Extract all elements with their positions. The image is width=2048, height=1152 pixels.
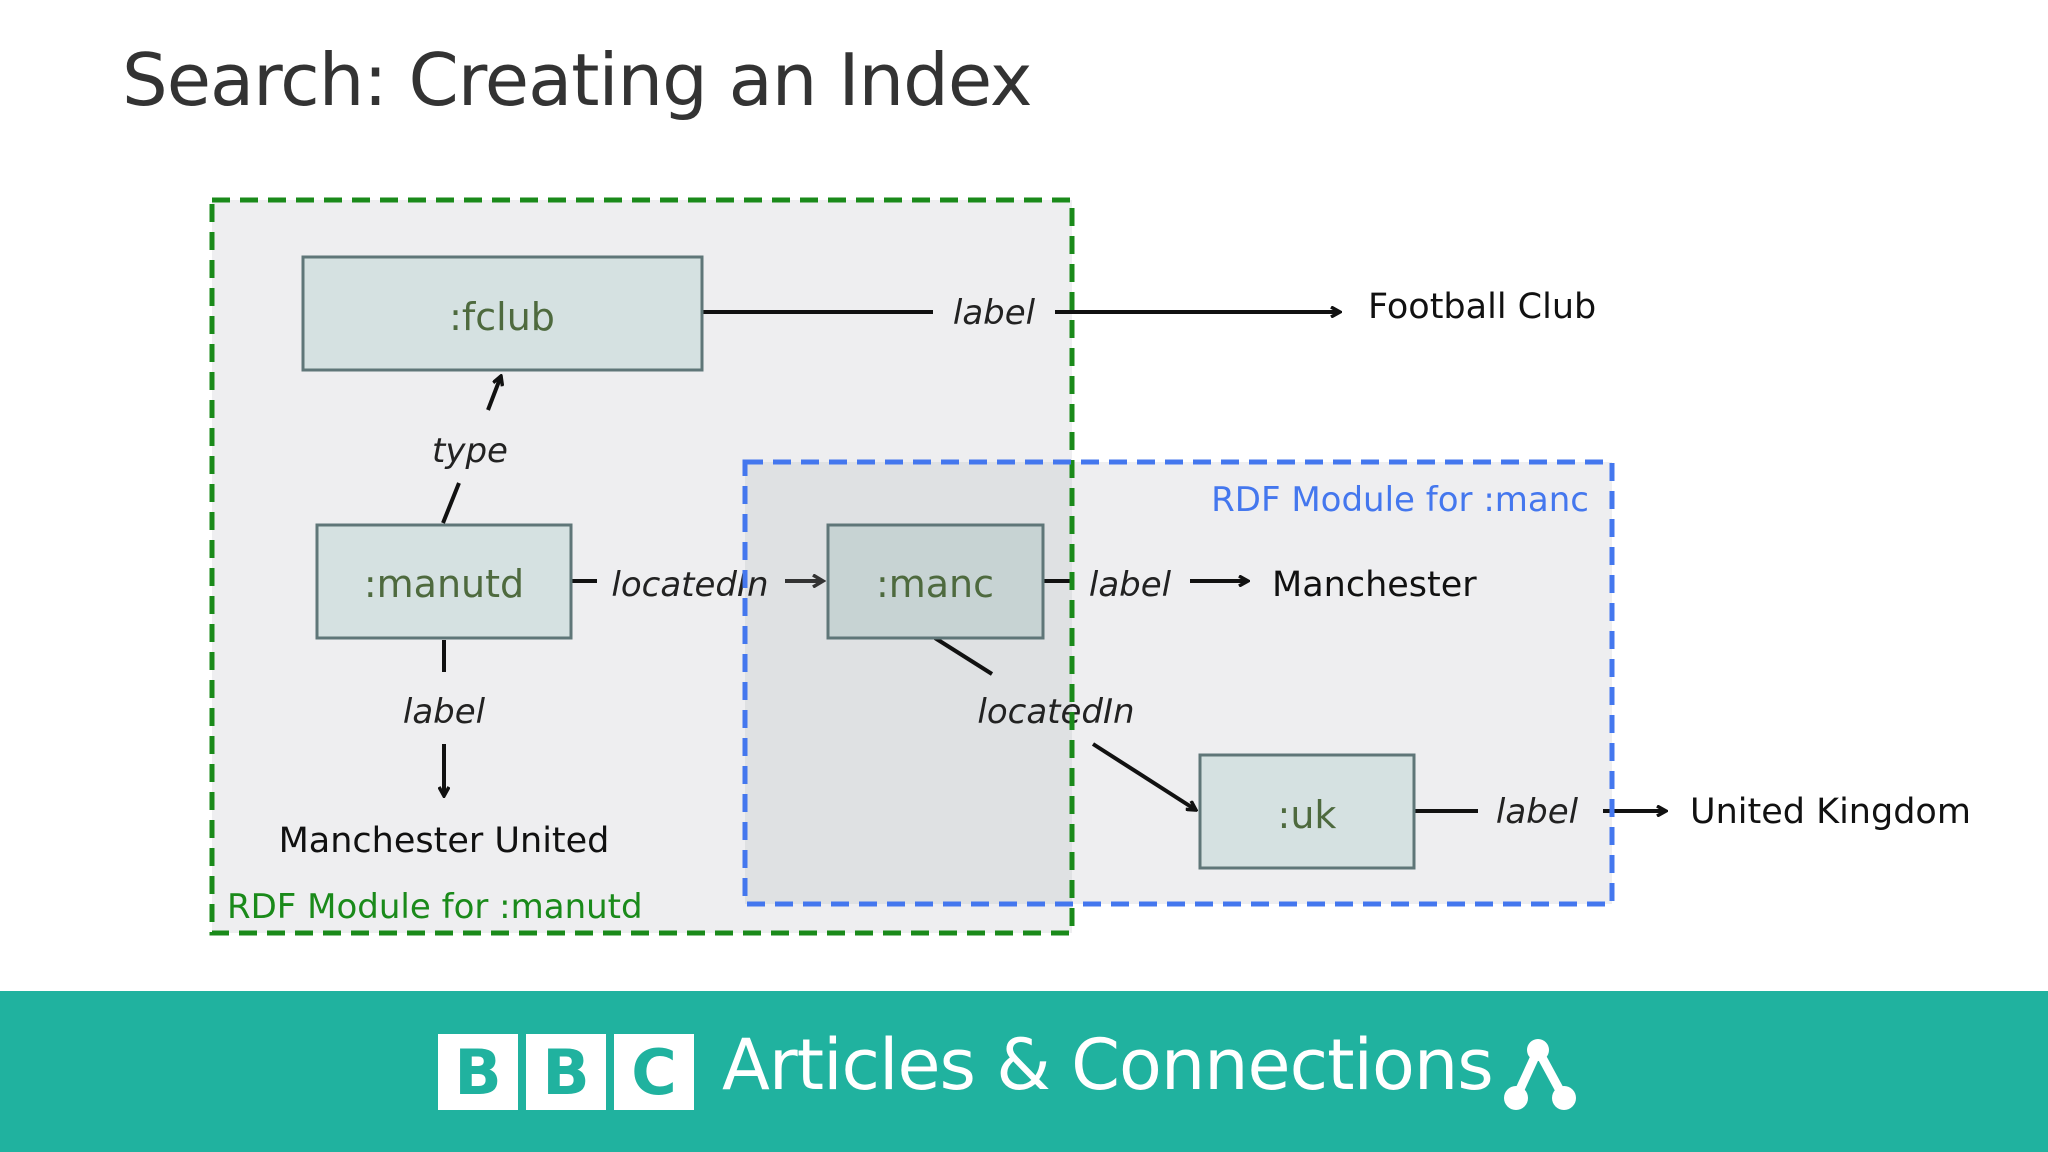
footer-bar [0,991,2048,1152]
bbc-letter-c: C [614,1034,694,1110]
node-fclub-label: :fclub [449,295,555,339]
literal-football-club: Football Club [1368,287,1596,327]
literal-manchester-united: Manchester United [279,821,610,861]
node-fclub: :fclub [301,255,704,372]
connections-icon [1504,1039,1576,1110]
footer-title: Articles & Connections [722,1024,1494,1106]
node-uk: :uk [1198,753,1416,870]
module-manc-label: RDF Module for :manc [1211,480,1589,520]
bbc-letter-b1: B [438,1034,518,1110]
edge-label-manutd: label [403,692,486,732]
literal-united-kingdom: United Kingdom [1690,792,1971,832]
node-uk-label: :uk [1278,793,1337,837]
edge-label-type: type [432,431,508,471]
node-manc: :manc [826,523,1045,640]
slide-title: Search: Creating an Index [122,38,1033,122]
edge-label-manc: label [1089,565,1172,605]
node-manutd: :manutd [315,523,573,640]
bbc-letter-b2: B [526,1034,606,1110]
bbc-logo: B B C [438,1034,694,1110]
edge-label-locatedIn-manc: locatedIn [977,692,1134,732]
module-manutd-label: RDF Module for :manutd [227,887,643,927]
node-manutd-label: :manutd [364,562,524,606]
module-manc-border [742,459,1615,907]
edge-label-locatedIn-manutd: locatedIn [611,565,768,605]
literal-manchester: Manchester [1272,565,1477,605]
node-manc-label: :manc [876,562,994,606]
module-manutd-border [209,197,1075,936]
edge-label-fclub: label [953,293,1036,333]
edge-label-uk: label [1496,792,1579,832]
rdf-diagram: label Football Club type locatedIn label… [209,197,1971,936]
